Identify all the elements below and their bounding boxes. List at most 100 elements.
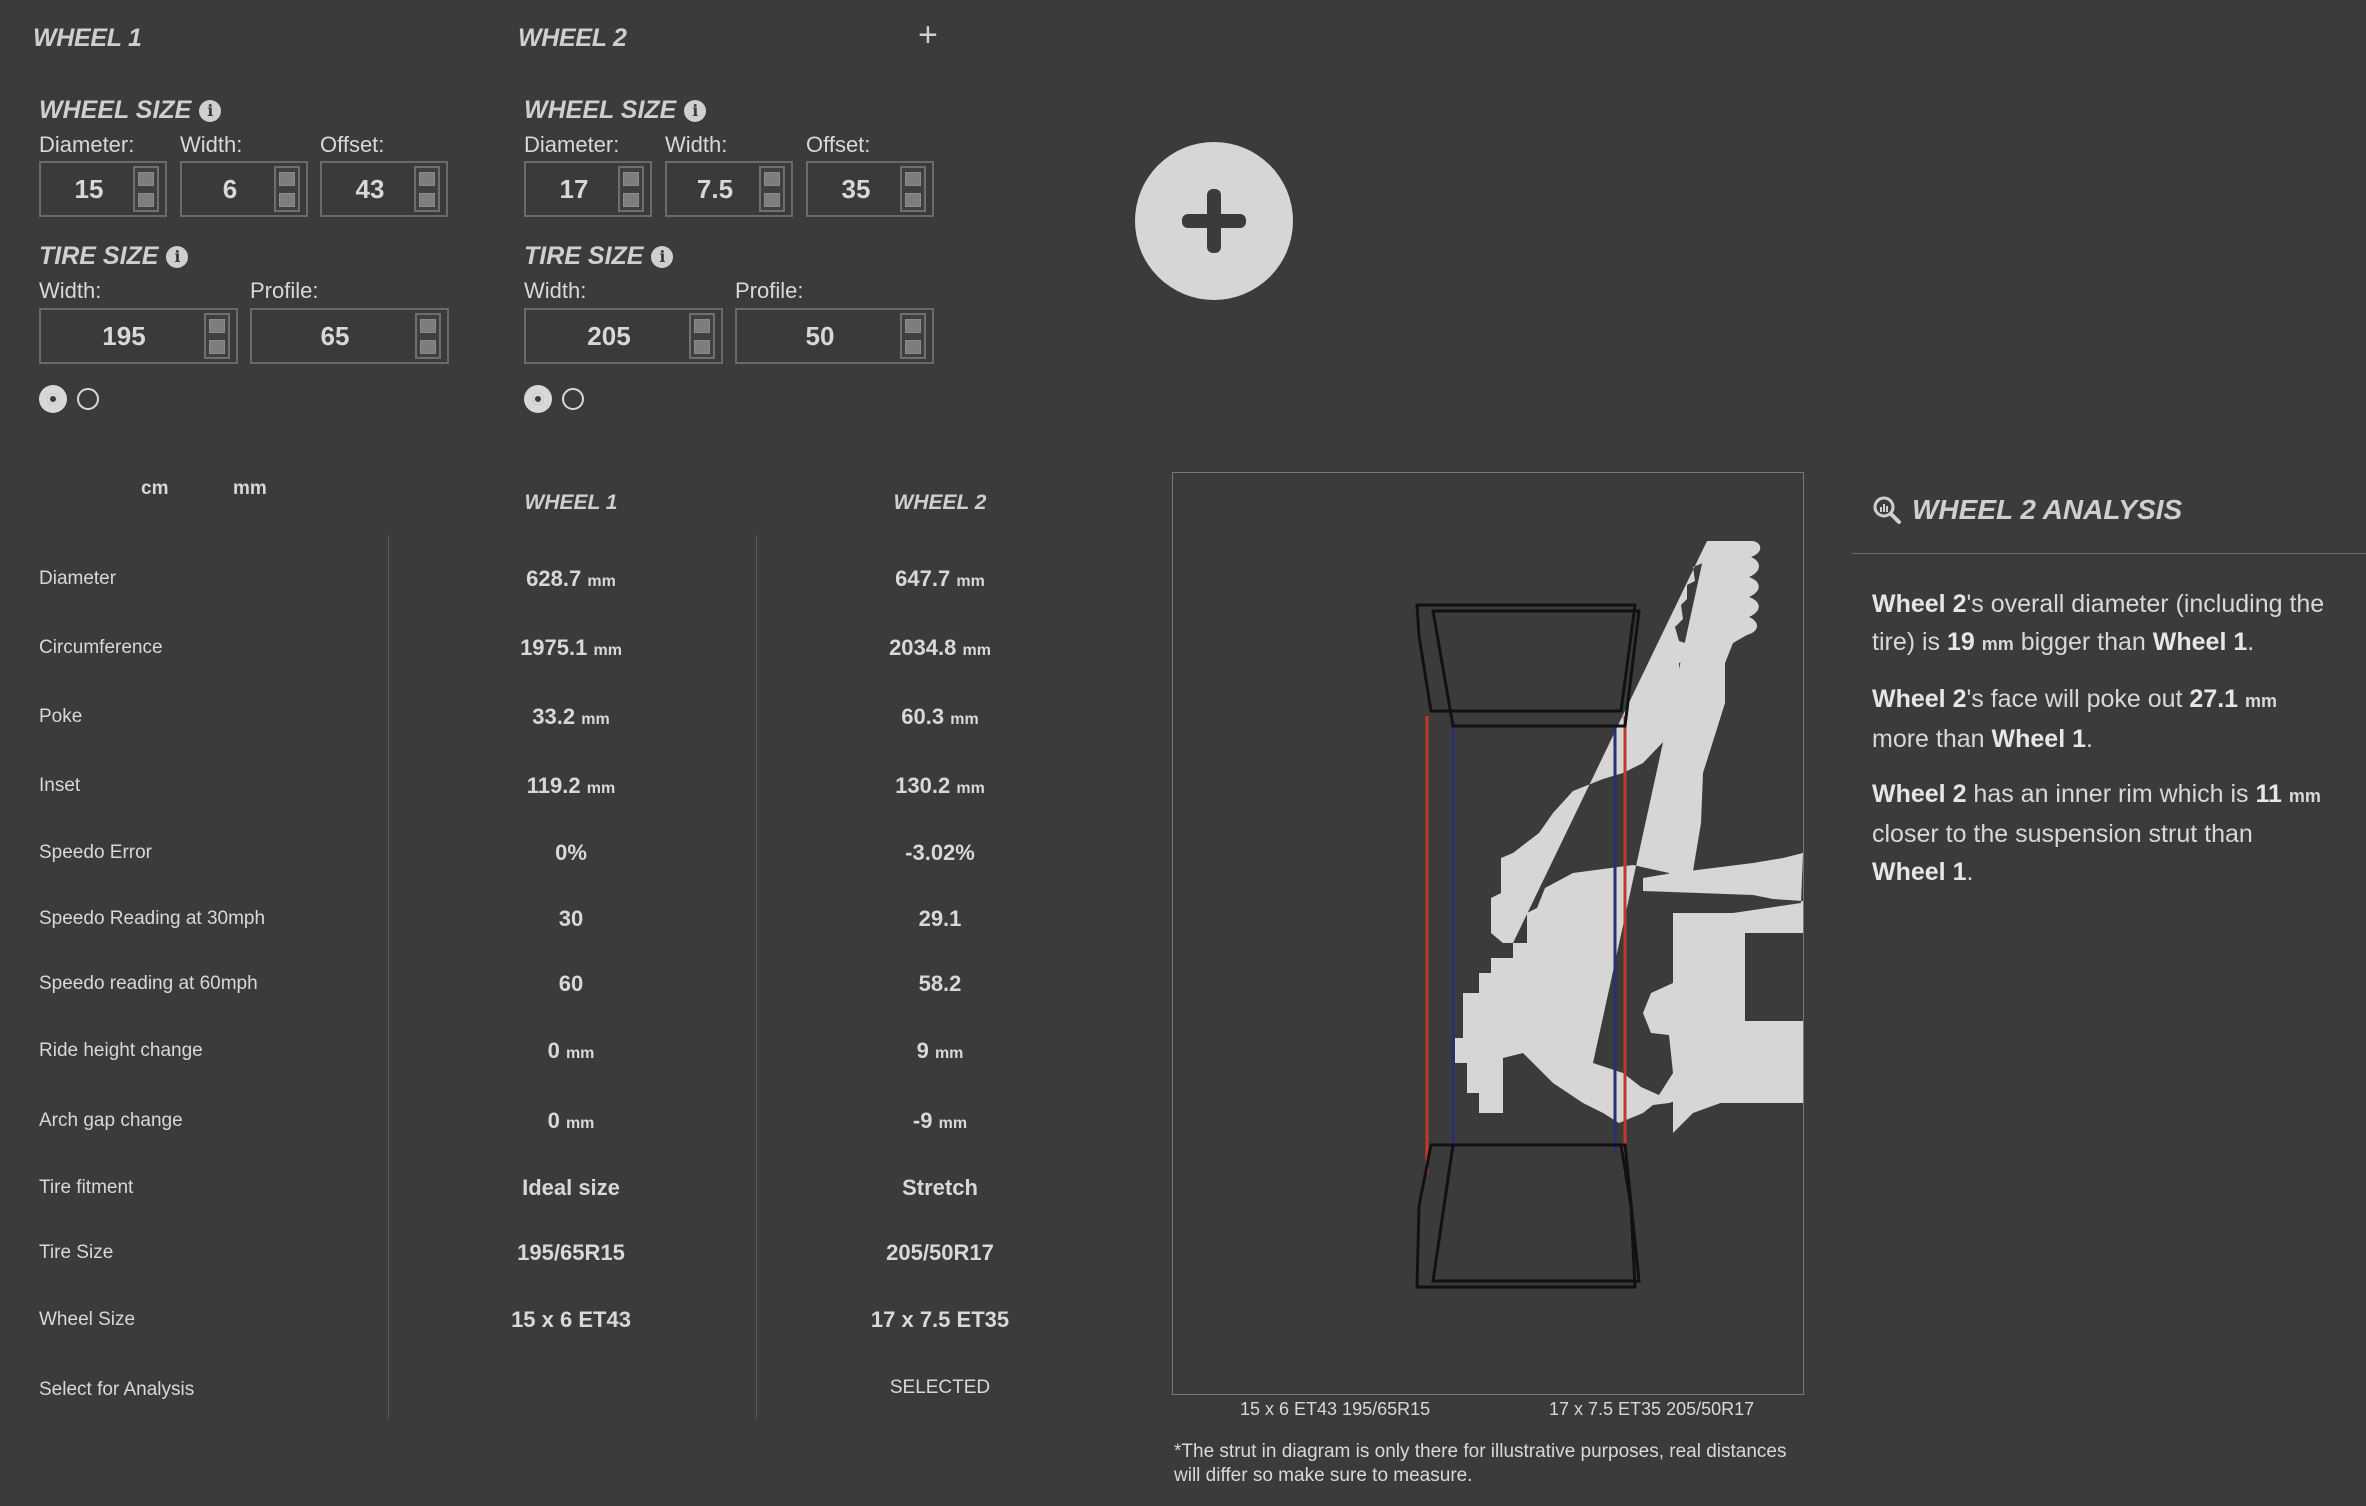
table-cell-value: 29.1 — [918, 906, 962, 931]
unit-mm-toggle[interactable]: mm — [233, 478, 267, 499]
wheel2-diameter-value[interactable]: 17 — [559, 173, 589, 204]
table-row-label: Wheel Size — [39, 1309, 136, 1330]
wheel2-select-radio[interactable] — [562, 388, 584, 410]
stepper-arrows-icon[interactable] — [900, 313, 926, 359]
table-cell-unit: mm — [956, 780, 985, 797]
table-cell-wheel1: 628.7 mm — [421, 566, 721, 592]
table-row-label: Select for Analysis — [39, 1379, 195, 1400]
info-icon[interactable]: i — [651, 245, 674, 268]
table-cell-value: Stretch — [902, 1175, 978, 1200]
stepper-arrows-icon[interactable] — [133, 166, 159, 212]
wheel1-offset-stepper[interactable]: 43 — [320, 161, 448, 217]
stepper-arrows-icon[interactable] — [415, 313, 441, 359]
table-cell-value: 60 — [558, 971, 584, 996]
table-cell-wheel2: 58.2 — [790, 971, 1090, 997]
table-cell-wheel1: 0 mm — [421, 1038, 721, 1064]
table-header-wheel1: WHEEL 1 — [524, 491, 618, 514]
wheel2-offset-label: Offset: — [806, 132, 871, 157]
wheel2-tire-size-title: TIRE SIZE i — [524, 242, 674, 271]
table-cell-wheel1: 60 — [421, 971, 721, 997]
wheel2-offset-value[interactable]: 35 — [841, 173, 871, 204]
wheel2-eye-icon[interactable] — [524, 385, 552, 413]
wheel2-tire-size-label: TIRE SIZE — [524, 242, 644, 270]
wheel2-width-label: Width: — [665, 132, 728, 157]
table-cell-unit: mm — [962, 642, 991, 659]
table-row-label: Poke — [39, 706, 83, 727]
stepper-arrows-icon[interactable] — [759, 166, 785, 212]
table-cell-wheel1: 1975.1 mm — [421, 635, 721, 661]
table-cell-unit: mm — [938, 1115, 968, 1132]
wheel-diagram-svg — [1415, 541, 1803, 1289]
wheel2-width-stepper[interactable]: 7.5 — [665, 161, 793, 217]
wheel1-width-label: Width: — [180, 132, 243, 157]
table-cell-wheel1: 0% — [421, 840, 721, 866]
add-wheel-plus-icon[interactable]: + — [918, 16, 938, 54]
wheel2-tire-width-stepper[interactable]: 205 — [524, 308, 723, 364]
wheel2-tire-profile-stepper[interactable]: 50 — [735, 308, 934, 364]
table-cell-value: 1975.1 — [520, 635, 588, 660]
diagram-caption-wheel1: 15 x 6 ET43 195/65R15 — [1240, 1399, 1431, 1419]
wheel1-diameter-stepper[interactable]: 15 — [39, 161, 167, 217]
wheel1-diameter-label: Diameter: — [39, 132, 135, 157]
wheel2-width-value[interactable]: 7.5 — [696, 173, 734, 204]
table-cell-value: 0 — [547, 1038, 560, 1063]
stepper-arrows-icon[interactable] — [618, 166, 644, 212]
wheel2-tire-profile-value[interactable]: 50 — [805, 320, 835, 351]
info-icon[interactable]: i — [199, 99, 222, 122]
analysis-paragraph: Wheel 2's face will poke out 27.1 mm mor… — [1872, 685, 2278, 753]
table-header-wheel2: WHEEL 2 — [893, 491, 987, 514]
wheel2-title: WHEEL 2 — [518, 24, 627, 52]
wheel1-width-value[interactable]: 6 — [222, 173, 238, 204]
table-cell-wheel2: -3.02% — [790, 840, 1090, 866]
table-cell-unit: mm — [956, 573, 985, 590]
diagram-note-line1: *The strut in diagram is only there for … — [1174, 1441, 1787, 1462]
table-cell-wheel2: 205/50R17 — [790, 1240, 1090, 1266]
wheel1-select-radio[interactable] — [77, 388, 99, 410]
table-cell-unit: mm — [593, 642, 622, 659]
wheel1-offset-value[interactable]: 43 — [355, 173, 385, 204]
wheel2-wheel-size-title: WHEEL SIZE i — [524, 96, 707, 125]
diagram-note-line2: will differ so make sure to measure. — [1174, 1465, 1473, 1486]
table-cell-value: 30 — [558, 906, 584, 931]
analysis-paragraph: Wheel 2 has an inner rim which is 11 mm … — [1872, 780, 2321, 886]
table-cell-wheel2: 2034.8 mm — [790, 635, 1090, 661]
stepper-arrows-icon[interactable] — [204, 313, 230, 359]
table-cell-value: 0% — [555, 840, 587, 865]
wheel1-diameter-value[interactable]: 15 — [74, 173, 104, 204]
table-cell-unit: mm — [587, 573, 616, 590]
diagram-caption-wheel2: 17 x 7.5 ET35 205/50R17 — [1549, 1399, 1755, 1419]
table-row-label: Inset — [39, 775, 81, 796]
table-cell-value: 33.2 — [532, 704, 576, 729]
wheel2-offset-stepper[interactable]: 35 — [806, 161, 934, 217]
table-cell-value: 2034.8 — [889, 635, 957, 660]
analysis-title-text: WHEEL 2 ANALYSIS — [1912, 494, 2183, 525]
wheel1-tire-width-value[interactable]: 195 — [102, 320, 146, 351]
unit-cm-toggle[interactable]: cm — [141, 478, 169, 499]
wheel2-tire-width-value[interactable]: 205 — [587, 320, 631, 351]
wheel2-tire-profile-label: Profile: — [735, 278, 804, 303]
stepper-arrows-icon[interactable] — [414, 166, 440, 212]
table-cell-wheel1: Ideal size — [421, 1175, 721, 1201]
wheel1-tire-size-label: TIRE SIZE — [39, 242, 159, 270]
stepper-arrows-icon[interactable] — [274, 166, 300, 212]
wheel1-tire-width-stepper[interactable]: 195 — [39, 308, 238, 364]
table-cell-value: 205/50R17 — [886, 1240, 994, 1265]
table-cell-wheel1: 0 mm — [421, 1108, 721, 1134]
wheel-diagram — [1172, 472, 1804, 1395]
table-cell-wheel2[interactable]: SELECTED — [790, 1377, 1090, 1399]
stepper-arrows-icon[interactable] — [900, 166, 926, 212]
wheel1-eye-icon[interactable] — [39, 385, 67, 413]
wheel1-tire-profile-stepper[interactable]: 65 — [250, 308, 449, 364]
wheel2-diameter-stepper[interactable]: 17 — [524, 161, 652, 217]
wheel1-tire-profile-value[interactable]: 65 — [320, 320, 350, 351]
wheel1-width-stepper[interactable]: 6 — [180, 161, 308, 217]
table-cell-value: 17 x 7.5 ET35 — [870, 1307, 1010, 1332]
stepper-arrows-icon[interactable] — [689, 313, 715, 359]
table-cell-wheel2: -9 mm — [790, 1108, 1090, 1134]
table-cell-value: 195/65R15 — [517, 1240, 625, 1265]
analysis-body: Wheel 2's overall diameter (including th… — [1872, 585, 2332, 908]
info-icon[interactable]: i — [684, 99, 707, 122]
info-icon[interactable]: i — [166, 245, 189, 268]
add-wheel-button[interactable] — [1135, 142, 1293, 300]
table-cell-wheel2: 17 x 7.5 ET35 — [790, 1307, 1090, 1333]
